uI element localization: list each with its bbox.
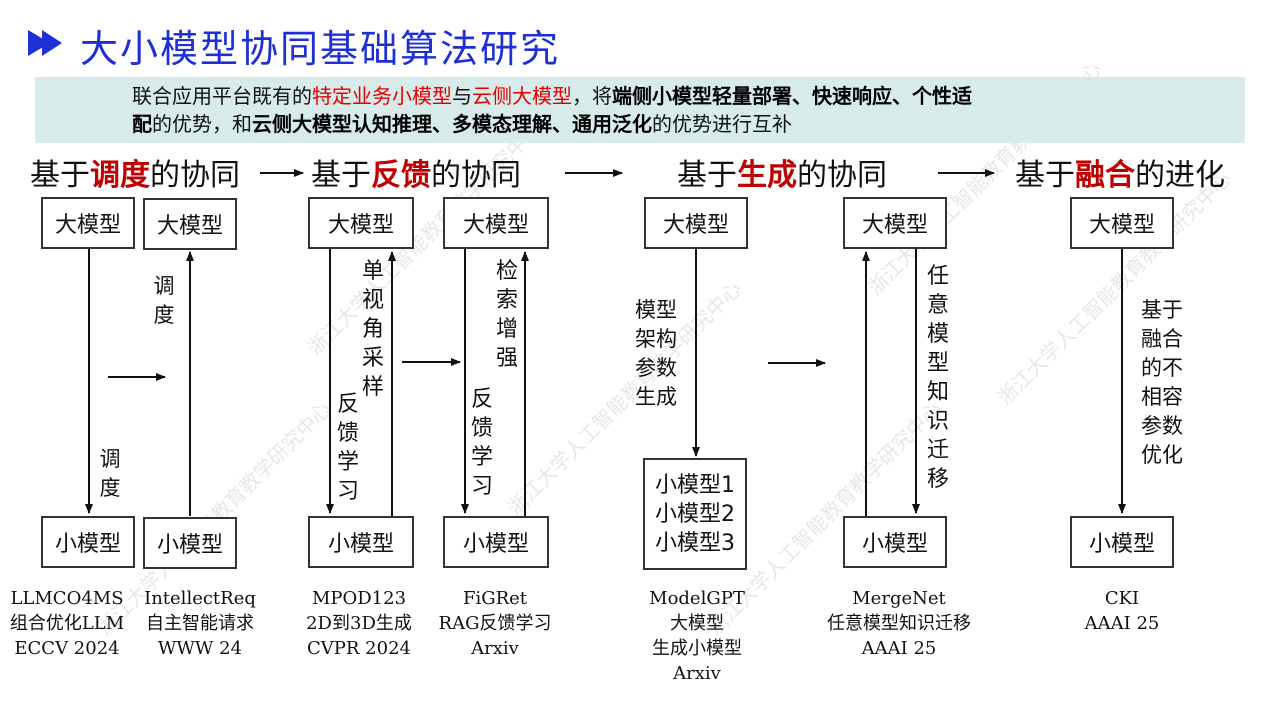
banner-segment: 的优势，和	[152, 112, 252, 136]
banner-segment: 联合应用平台既有的	[132, 84, 312, 108]
small-model-3: 小模型3	[655, 530, 735, 556]
banner-segment: 端侧小模型轻量部署、快速响应、个性适	[612, 84, 972, 108]
title-bullet-icon	[42, 30, 62, 56]
heading-scheduling: 基于调度的协同	[30, 158, 240, 193]
small-model-2: 小模型2	[655, 501, 735, 527]
heading-generation: 基于生成的协同	[677, 158, 887, 193]
banner-segment: 特定业务小模型	[312, 84, 452, 108]
small-model-box: 小模型	[143, 517, 237, 569]
banner-segment: 云侧大模型认知推理、多模态理解、通用泛化	[252, 112, 652, 136]
label-retrieval-augmentation: 检索增强	[495, 259, 518, 371]
small-model-box: 小模型	[41, 516, 135, 568]
label-schedule: 调度	[99, 447, 121, 500]
large-model-box: 大模型	[308, 197, 414, 249]
multi-small-model-box: 小模型1 小模型2 小模型3	[643, 458, 747, 570]
label-schedule: 调度	[153, 274, 175, 327]
banner-segment: ，将	[572, 84, 612, 108]
label-architecture-generation: 模型架构 参数生成	[635, 298, 677, 409]
small-model-box: 小模型	[1070, 516, 1174, 568]
small-model-box: 小模型	[443, 516, 549, 568]
small-model-box: 小模型	[308, 516, 414, 568]
large-model-box: 大模型	[143, 198, 237, 250]
small-model-1: 小模型1	[655, 472, 735, 498]
banner-segment: 配	[132, 112, 152, 136]
label-single-view-sampling: 单视角采样	[361, 259, 384, 400]
large-model-box: 大模型	[843, 197, 947, 249]
banner-segment: 云侧大模型	[472, 84, 572, 108]
label-fusion-optimization: 基于融合 的不相容 参数优化	[1141, 298, 1183, 467]
page-title: 大小模型协同基础算法研究	[80, 27, 561, 71]
banner-segment: 与	[452, 84, 472, 108]
label-feedback-learning: 反馈学习	[470, 387, 493, 499]
large-model-box: 大模型	[1070, 197, 1174, 249]
small-model-box: 小模型	[843, 516, 947, 568]
banner-line-2: 配的优势，和云侧大模型认知推理、多模态理解、通用泛化的优势进行互补	[132, 110, 792, 138]
summary-banner	[35, 77, 1245, 143]
large-model-box: 大模型	[443, 197, 549, 249]
large-model-box: 大模型	[644, 197, 748, 249]
banner-segment: 的优势进行互补	[652, 112, 792, 136]
banner-line-1: 联合应用平台既有的特定业务小模型与云侧大模型，将端侧小模型轻量部署、快速响应、个…	[132, 82, 972, 110]
label-any-model-knowledge-transfer: 任意模型知识迁移	[926, 264, 949, 492]
large-model-box: 大模型	[41, 197, 135, 249]
heading-feedback: 基于反馈的协同	[311, 158, 521, 193]
heading-fusion: 基于融合的进化	[1015, 158, 1225, 193]
label-feedback-learning: 反馈学习	[336, 392, 359, 504]
